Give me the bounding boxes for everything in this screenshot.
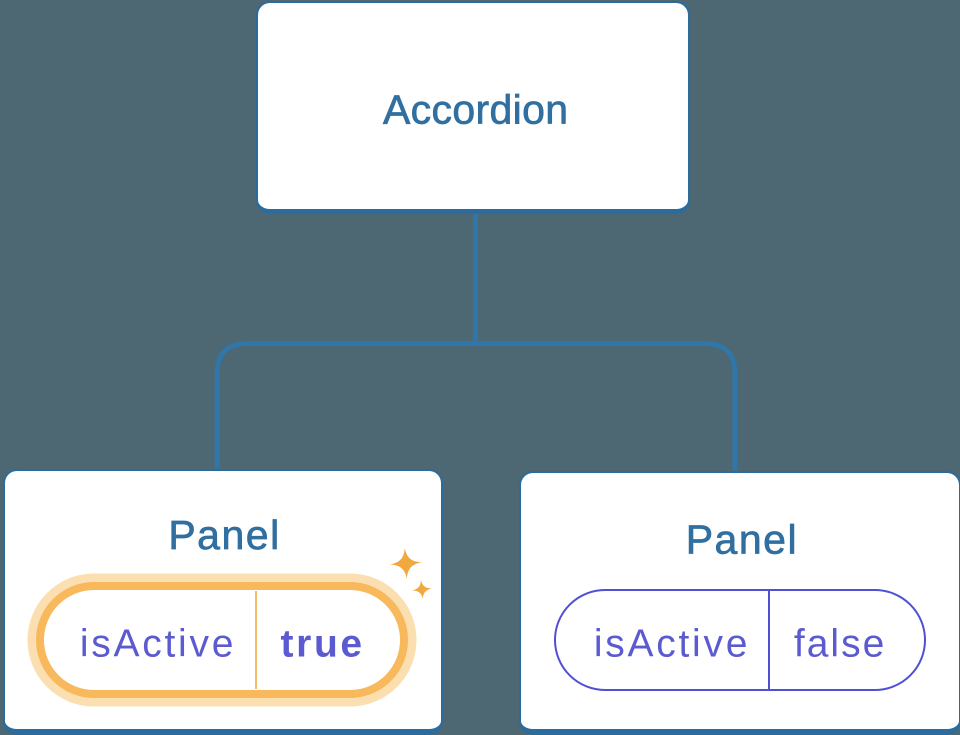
svg-text:Panel: Panel: [686, 516, 798, 562]
svg-text:Panel: Panel: [168, 512, 280, 558]
svg-text:true: true: [281, 623, 365, 666]
svg-text:false: false: [794, 623, 886, 666]
svg-text:isActive: isActive: [80, 623, 236, 666]
svg-text:Accordion: Accordion: [383, 87, 568, 133]
svg-text:isActive: isActive: [594, 623, 750, 666]
